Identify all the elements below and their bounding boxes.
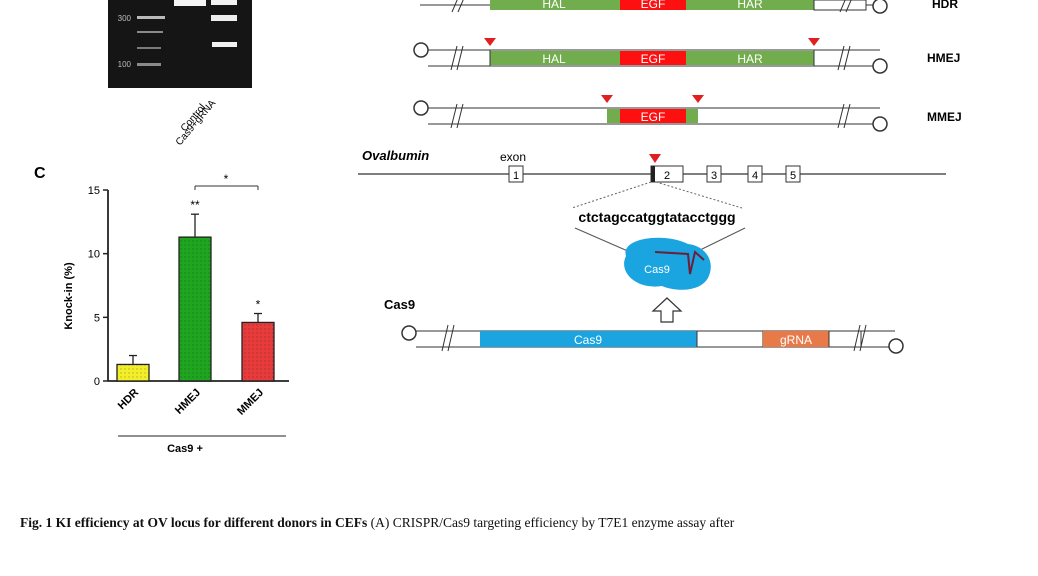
hmej-hal-label: HAL — [542, 52, 566, 66]
hmej-har-label: HAR — [737, 52, 763, 66]
plasmid-end-icon — [888, 338, 904, 354]
gene-name: Ovalbumin — [362, 148, 429, 163]
hdr-har-block — [686, 0, 814, 10]
caption-bold: Fig. 1 KI efficiency at OV locus for dif… — [20, 515, 368, 530]
donor-hmej: HAL EGF HAR HMEJ — [413, 38, 960, 74]
hdr-egf-block — [620, 0, 686, 10]
exon-1-box — [508, 165, 524, 183]
gel-panel: 300 100 Control Cas9+gRNA — [108, 0, 252, 148]
group-label: Cas9 + — [167, 443, 203, 455]
donor-hdr-label: HDR — [932, 0, 958, 11]
gel-ladder-band — [137, 31, 163, 33]
mmej-right-arm — [686, 109, 698, 123]
target-sequence: ctctagccatggtatacctggg — [578, 209, 735, 225]
bar-texture — [117, 364, 149, 381]
gel-ladder-band — [137, 47, 161, 49]
cas9-protein-icon — [624, 237, 711, 290]
y-axis-label: Knock-in (%) — [63, 262, 75, 330]
mmej-egf-label: EGF — [641, 110, 666, 124]
donor-mmej-label: MMEJ — [927, 110, 962, 124]
plasmid-end-icon — [872, 58, 888, 74]
exon-2-label: 2 — [664, 170, 670, 182]
donor-hmej-label: HMEJ — [927, 51, 960, 65]
x-tick-label: HDR — [116, 387, 141, 412]
plasmid-end-icon — [872, 116, 888, 132]
gel-band — [211, 0, 237, 5]
exon-label: exon — [500, 150, 526, 164]
cas9-construct-title: Cas9 — [384, 297, 415, 312]
hmej-har-block — [686, 51, 814, 65]
grna-block-label: gRNA — [780, 333, 812, 347]
y-tick-label: 10 — [88, 249, 100, 261]
bracket-significance: * — [224, 172, 229, 186]
cas9-protein-label: Cas9 — [644, 264, 670, 276]
gel-band — [211, 15, 237, 21]
ovalbumin-locus: Ovalbumin exon 1 2 3 4 5 ctctagccatggtat… — [358, 148, 946, 323]
hdr-hal-label: HAL — [542, 0, 566, 11]
significance-mark: * — [256, 298, 261, 312]
gel-band — [212, 42, 237, 47]
exon-5-label: 5 — [790, 170, 796, 182]
gel-ladder-band — [137, 16, 165, 19]
gel-band — [174, 0, 206, 6]
cut-site-icon — [692, 95, 704, 103]
hdr-hal-block — [490, 0, 620, 10]
knock-in-bar-chart: C Knock-in (%) 0 5 10 15 HDR ** HMEJ * MMEJ * C… — [34, 165, 289, 455]
cas9-block-label: Cas9 — [574, 333, 602, 347]
y-tick-label: 0 — [94, 376, 100, 388]
gel-marker-100: 100 — [118, 60, 132, 69]
cut-site-icon — [601, 95, 613, 103]
mmej-egf-block — [620, 109, 686, 123]
exon-4-box — [747, 165, 763, 183]
panel-label-c: C — [34, 165, 46, 182]
hmej-egf-block — [620, 51, 686, 65]
hdr-egf-label: EGF — [641, 0, 666, 11]
x-tick-label: HMEJ — [173, 387, 203, 417]
exon-4-label: 4 — [752, 170, 758, 182]
arrow-up-icon — [651, 297, 683, 323]
plasmid-end-icon — [413, 42, 429, 58]
grna-block — [763, 331, 829, 347]
plasmid-end-icon — [401, 325, 417, 341]
bar-texture — [242, 322, 274, 381]
y-tick-label: 15 — [88, 185, 100, 197]
cut-site-icon — [484, 38, 496, 46]
exon-3-box — [706, 165, 722, 183]
gel-marker-300: 300 — [118, 14, 132, 23]
grna-strand — [654, 250, 705, 275]
y-tick-label: 5 — [94, 312, 100, 324]
significance-mark: ** — [190, 198, 200, 212]
exon-5-box — [785, 165, 801, 183]
gel-ladder-band — [137, 63, 161, 66]
exon-1-label: 1 — [513, 170, 519, 182]
mmej-left-arm — [607, 109, 620, 123]
exon-3-label: 3 — [711, 170, 717, 182]
donor-mmej: EGF MMEJ — [413, 95, 962, 132]
cut-site-icon — [808, 38, 820, 46]
donor-hdr: HAL EGF HAR HDR — [420, 0, 958, 14]
plasmid-end-icon — [872, 0, 888, 14]
figure-caption: Fig. 1 KI efficiency at OV locus for dif… — [20, 515, 1020, 531]
cut-site-icon — [649, 154, 661, 163]
x-tick-label: MMEJ — [235, 387, 266, 418]
figure: 300 100 Control Cas9+gRNA HAL EGF HAR HD… — [34, 0, 962, 455]
caption-text: (A) CRISPR/Cas9 targeting efficiency by … — [367, 515, 735, 530]
cas9-construct: Cas9 Cas9 gRNA — [384, 297, 904, 354]
bar-texture — [179, 237, 211, 381]
hmej-egf-label: EGF — [641, 52, 666, 66]
cas9-block — [480, 331, 697, 347]
plasmid-end-icon — [413, 100, 429, 116]
hdr-har-label: HAR — [737, 0, 763, 11]
hmej-hal-block — [490, 51, 620, 65]
